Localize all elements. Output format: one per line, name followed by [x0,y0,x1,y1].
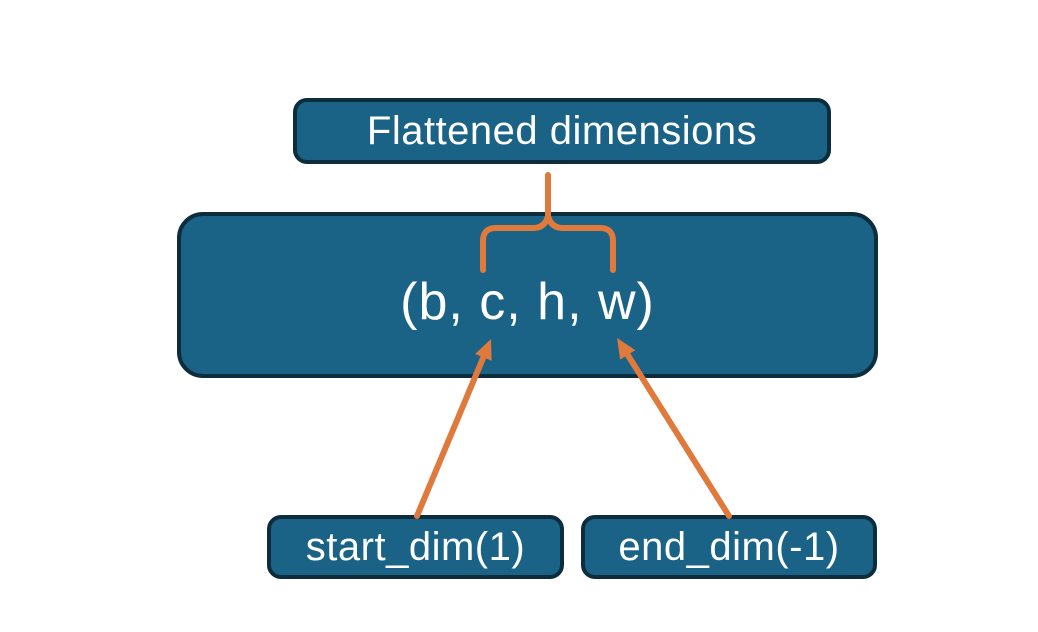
node-end-dim: end_dim(-1) [581,515,877,579]
flattened-dimensions-label: Flattened dimensions [366,108,758,153]
node-flattened-dimensions: Flattened dimensions [293,98,831,164]
start-dim-label: start_dim(1) [305,524,526,569]
end-dim-label: end_dim(-1) [618,524,840,569]
node-start-dim: start_dim(1) [267,515,564,579]
tensor-shape-label: (b, c, h, w) [400,273,655,331]
node-tensor-shape: (b, c, h, w) [177,212,878,378]
